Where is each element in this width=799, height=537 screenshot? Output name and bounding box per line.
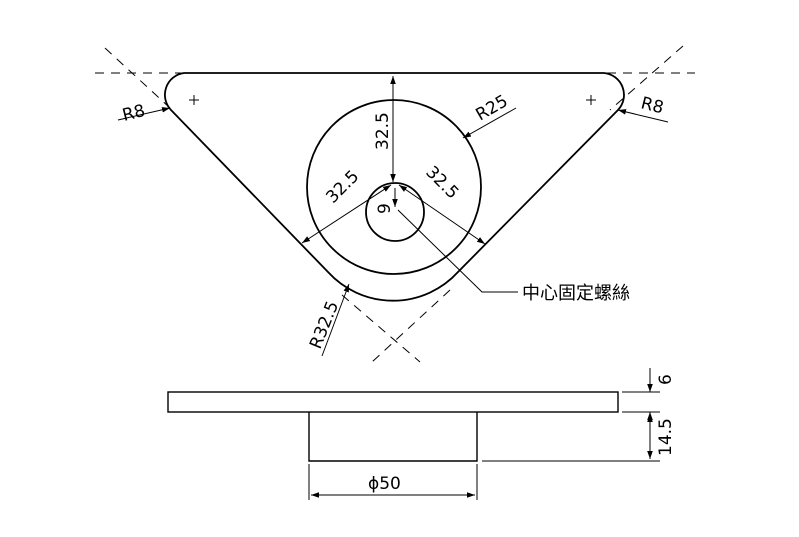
leader-r8-left	[117, 107, 171, 121]
dim-text-height-14-5: 14.5	[656, 418, 676, 456]
side-boss	[308, 412, 478, 462]
right-dashed-diagonal	[609, 45, 684, 111]
dim-text-r8-right: R8	[639, 93, 666, 118]
dim-text-diagonal-left-32-5: 32.5	[322, 167, 363, 208]
dim-text-dia-50: ϕ50	[368, 474, 401, 494]
dim-line-diagonal-left-32-5	[301, 184, 392, 244]
leader-r8-right	[617, 109, 669, 123]
bottom-dashed-diagonal-left	[341, 294, 421, 363]
side-view: 6 14.5 ϕ50	[167, 368, 676, 500]
plate-outline	[164, 72, 625, 302]
dim-text-hole-9: 9	[375, 203, 395, 214]
leader-r32-5	[321, 283, 350, 357]
top-view: 32.5 32.5 32.5 9 R8 R8 R25 R32.5 中心固定螺絲	[95, 45, 695, 363]
leader-r25	[462, 107, 517, 139]
bottom-dashed-diagonal-right	[371, 289, 451, 363]
dim-text-vertical-32-5: 32.5	[373, 112, 393, 150]
right-corner-center-mark	[586, 95, 596, 105]
dim-text-r25: R25	[473, 91, 512, 125]
left-corner-center-mark	[189, 95, 199, 105]
dim-text-thickness-6: 6	[656, 374, 676, 385]
side-plate	[167, 391, 619, 413]
dim-line-diagonal-right-32-5	[398, 184, 486, 245]
left-dashed-diagonal	[104, 47, 171, 109]
dim-text-diagonal-right-32-5: 32.5	[421, 162, 462, 203]
dim-text-r32-5: R32.5	[306, 298, 343, 352]
leader-center-screw	[397, 209, 518, 293]
dim-text-r8-left: R8	[120, 101, 147, 126]
callout-center-screw: 中心固定螺絲	[522, 283, 630, 304]
